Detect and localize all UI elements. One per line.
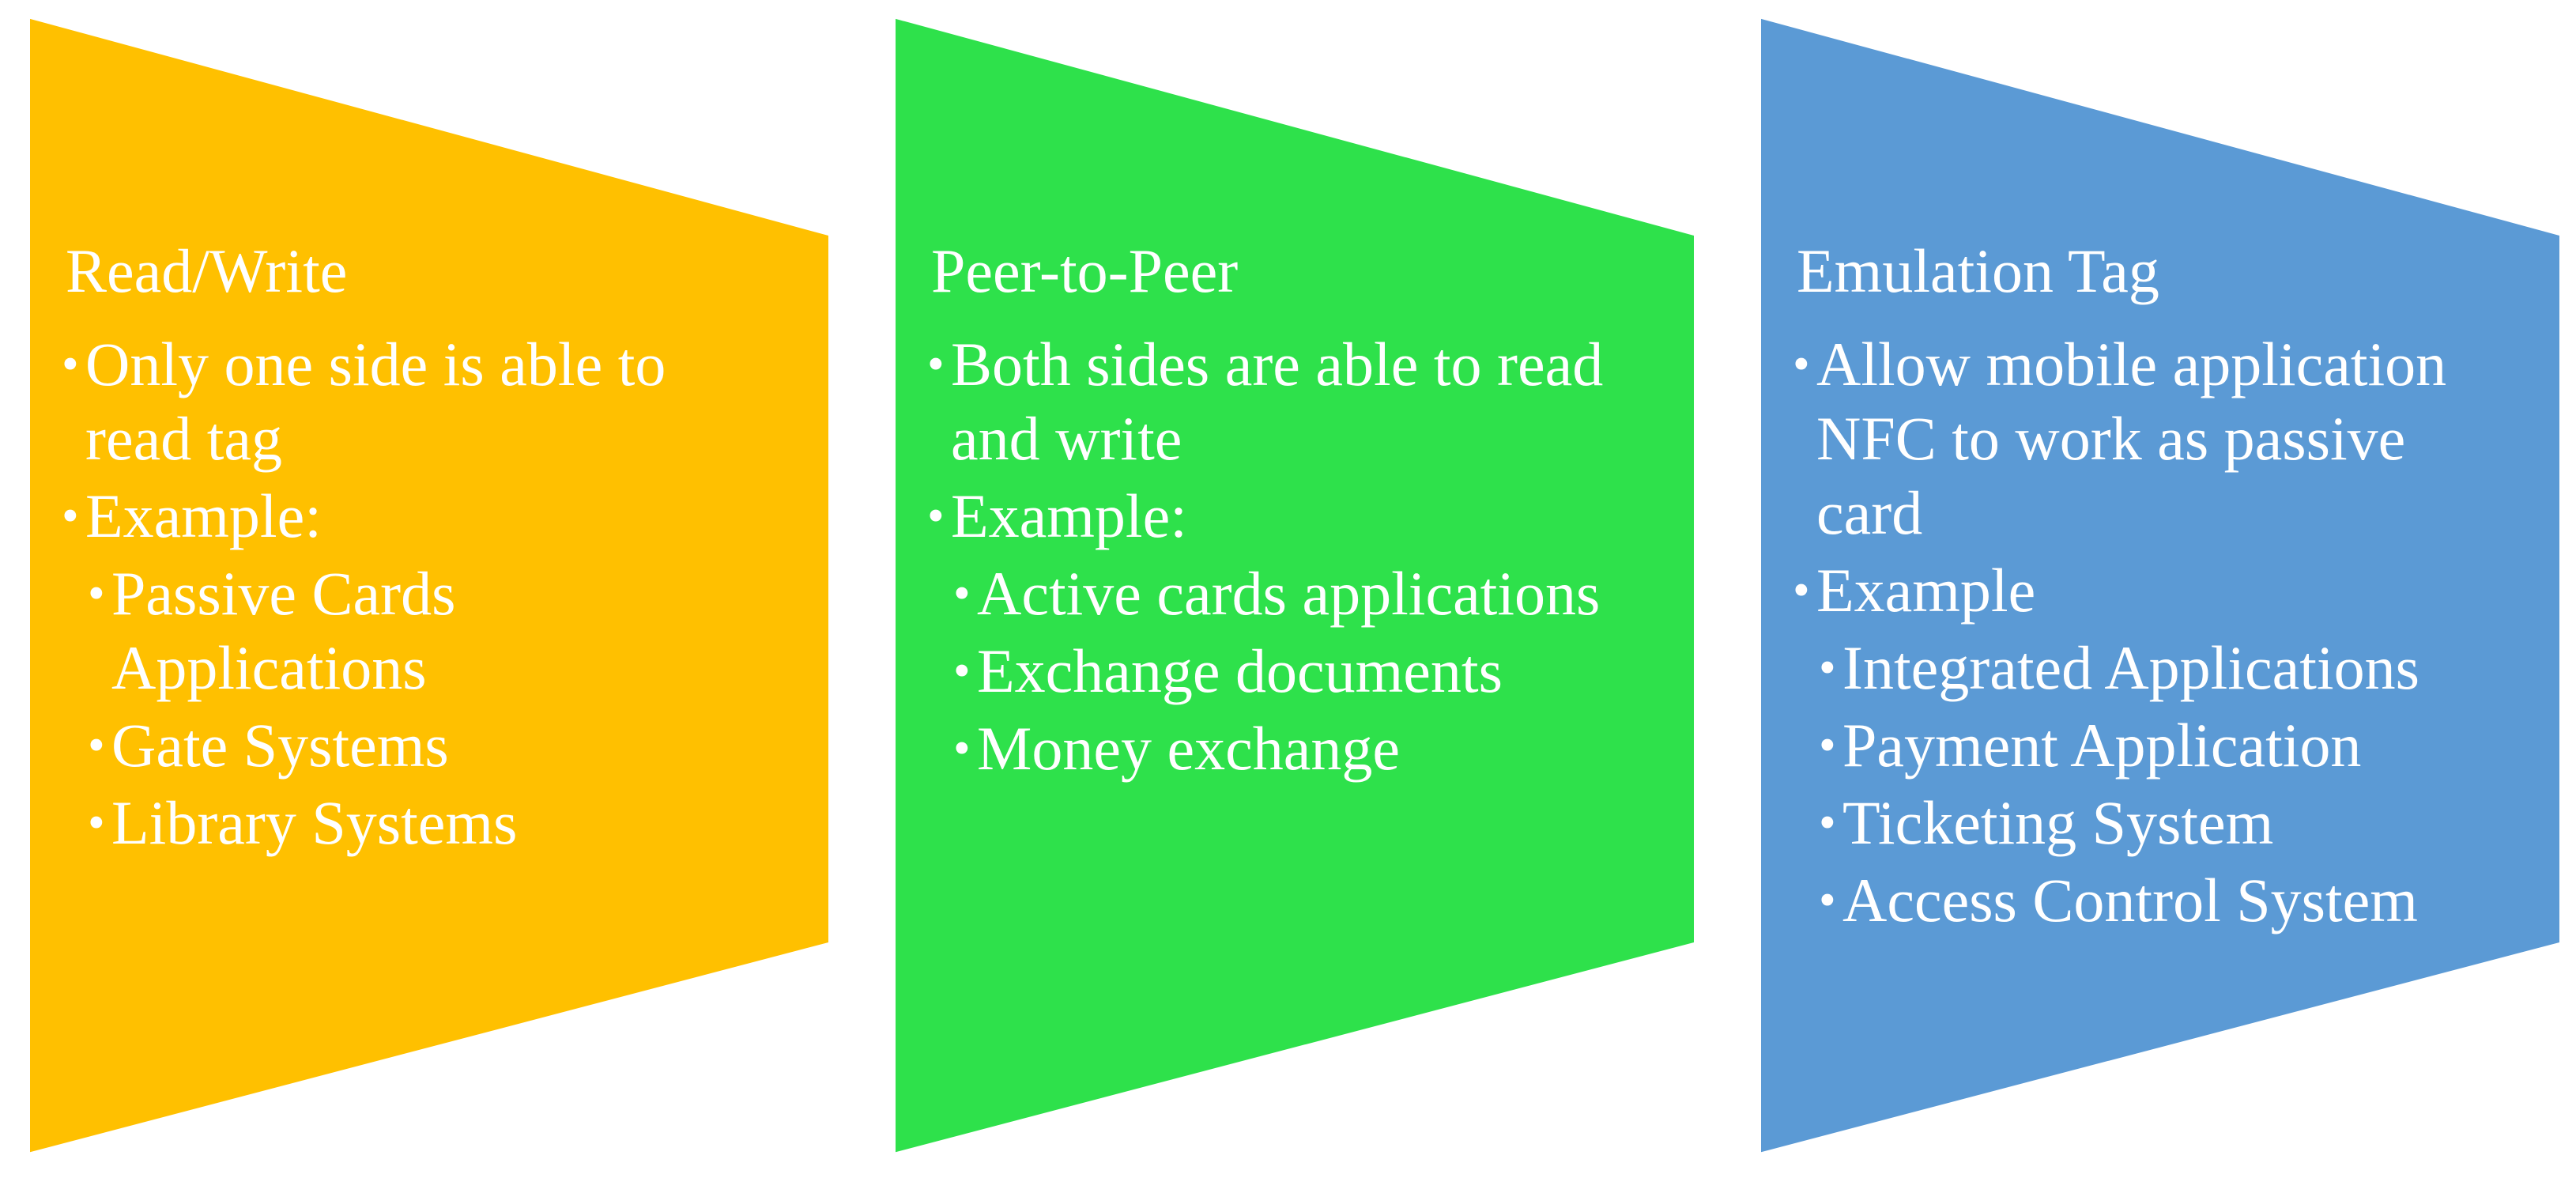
bullet-item: •Money exchange <box>953 712 1680 786</box>
bullet-text-line: card <box>1816 478 1923 547</box>
bullet-text-line: Example: <box>85 481 322 550</box>
bullet-text-line: and write <box>951 404 1182 473</box>
bullet-text-line: Exchange documents <box>977 636 1503 705</box>
bullet-text-line: Allow mobile application <box>1816 330 2447 398</box>
bullet-text-line: Example <box>1816 556 2036 625</box>
bullet-icon: • <box>927 489 945 543</box>
bullet-text-line: Payment Application <box>1842 711 2362 780</box>
bullet-text: Ticketing System <box>1842 786 2545 860</box>
shape-title-emulation-tag: Emulation Tag <box>1797 236 2159 305</box>
bullet-text-line: Applications <box>111 633 427 702</box>
bullet-text-line: Ticketing System <box>1842 788 2274 857</box>
bullet-item: •Example <box>1793 553 2545 628</box>
bullet-item: •Library Systems <box>88 786 814 860</box>
bullet-icon: • <box>1819 641 1836 695</box>
bullet-item: •Exchange documents <box>953 634 1680 708</box>
bullet-text: Example: <box>951 479 1680 553</box>
bullet-text-line: Only one side is able to <box>85 330 666 398</box>
bullet-icon: • <box>1793 564 1810 617</box>
bullet-text-line: Money exchange <box>977 714 1400 783</box>
bullet-text: Example: <box>85 479 814 553</box>
bullet-icon: • <box>1793 338 1810 391</box>
shape-title-read-write: Read/Write <box>66 236 348 305</box>
bullet-icon: • <box>88 567 105 621</box>
bullet-item: •Ticketing System <box>1819 786 2545 860</box>
bullet-icon: • <box>1819 796 1836 850</box>
bullet-icon: • <box>1819 719 1836 772</box>
bullet-icon: • <box>62 489 79 543</box>
bullet-text: Gate Systems <box>111 708 814 783</box>
bullet-text: Library Systems <box>111 786 814 860</box>
bullet-icon: • <box>62 338 79 391</box>
bullet-text-line: Active cards applications <box>977 559 1601 628</box>
bullet-item: •Integrated Applications <box>1819 631 2545 705</box>
bullet-text-line: Passive Cards <box>111 559 456 628</box>
bullet-text-line: Gate Systems <box>111 711 449 780</box>
bullet-item: •Active cards applications <box>953 557 1680 631</box>
bullet-icon: • <box>953 722 971 776</box>
bullet-text-line: read tag <box>85 404 283 473</box>
bullet-text: Money exchange <box>977 712 1680 786</box>
bullet-icon: • <box>953 567 971 621</box>
bullet-item: •Payment Application <box>1819 708 2545 783</box>
shape-peer-to-peer: Peer-to-Peer•Both sides are able to read… <box>896 18 1694 1153</box>
bullet-text: Example <box>1816 553 2545 628</box>
bullet-item: •Example: <box>62 479 814 553</box>
bullet-icon: • <box>88 719 105 772</box>
bullet-text: Access Control System <box>1842 863 2545 938</box>
bullet-text: Integrated Applications <box>1842 631 2545 705</box>
bullet-icon: • <box>927 338 945 391</box>
bullet-icon: • <box>88 796 105 850</box>
shape-title-peer-to-peer: Peer-to-Peer <box>931 236 1239 305</box>
bullet-text-line: NFC to work as passive <box>1816 404 2406 473</box>
bullet-icon: • <box>1819 874 1836 927</box>
bullet-text: Payment Application <box>1842 708 2545 783</box>
bullet-item: •Access Control System <box>1819 863 2545 938</box>
bullet-text: Exchange documents <box>977 634 1680 708</box>
shape-content: Peer-to-Peer•Both sides are able to read… <box>896 19 1694 786</box>
bullet-text-line: Access Control System <box>1842 866 2418 934</box>
bullet-text: Active cards applications <box>977 557 1680 631</box>
bullet-text-line: Both sides are able to read <box>951 330 1604 398</box>
bullet-text-line: Integrated Applications <box>1842 633 2419 702</box>
bullet-text-line: Example: <box>951 481 1187 550</box>
bullet-icon: • <box>953 644 971 698</box>
bullet-item: •Gate Systems <box>88 708 814 783</box>
bullet-item: •Example: <box>927 479 1680 553</box>
bullet-text-line: Library Systems <box>111 788 518 857</box>
